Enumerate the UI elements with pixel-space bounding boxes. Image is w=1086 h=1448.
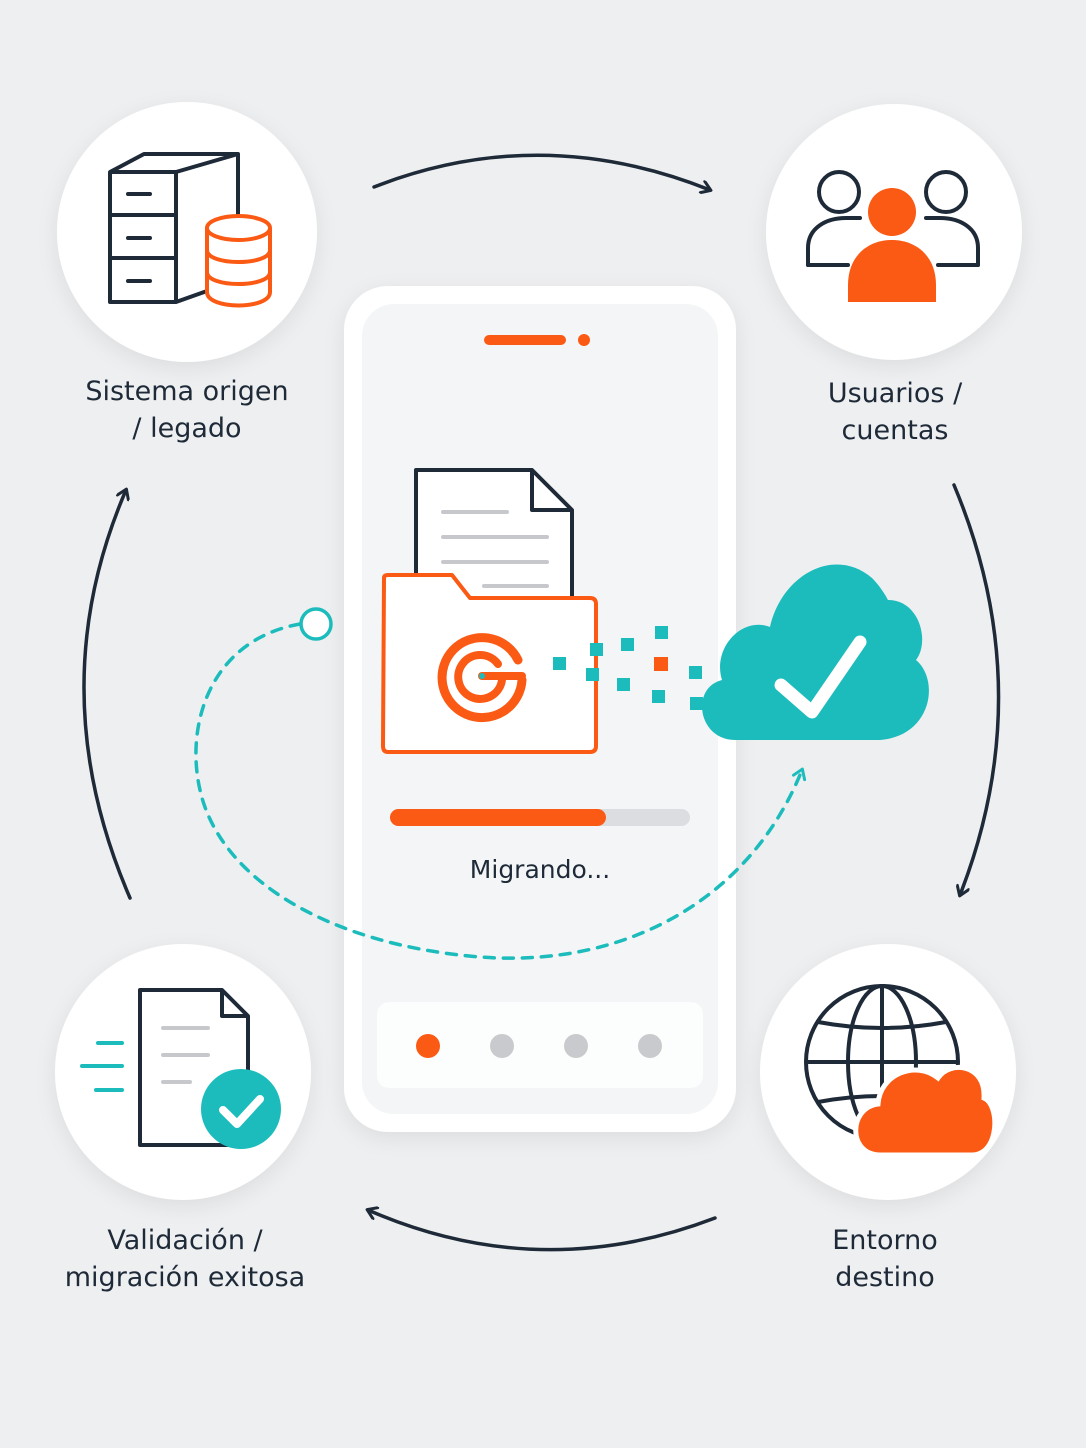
node-target-label: Entorno destino (832, 1225, 938, 1293)
phone-camera (578, 334, 590, 346)
cloud-check-icon (702, 564, 929, 740)
migration-status-text: Migrando... (469, 855, 611, 884)
database-cylinder (205, 214, 272, 308)
cycle-arrows (82, 153, 1001, 1252)
progress-fill (390, 809, 606, 826)
pager-dots (416, 1034, 662, 1058)
folder-icon (381, 573, 598, 754)
dashed-loop (194, 622, 807, 960)
globe-cloud-icon (804, 984, 998, 1158)
node-source-label: Sistema origen / legado (85, 376, 289, 444)
arrow-source-to-users (372, 153, 710, 190)
phone-speaker (484, 335, 566, 345)
node-target-circle (760, 944, 1016, 1200)
pager-dot[interactable] (416, 1034, 440, 1058)
loop-start-node (299, 607, 333, 641)
pager-dot[interactable] (638, 1034, 662, 1058)
pager-dot[interactable] (564, 1034, 588, 1058)
document-check-icon (80, 988, 281, 1149)
node-validation-label: Validación / migración exitosa (64, 1225, 306, 1293)
node-users-label: Usuarios / cuentas (827, 378, 963, 446)
arrow-users-to-target (952, 483, 1001, 895)
logo-g-icon (437, 633, 527, 723)
phone-mockup (344, 286, 736, 1132)
users-group-icon (806, 170, 980, 302)
pager-panel (377, 1002, 703, 1088)
data-particles (553, 626, 703, 710)
arrow-validation-to-source (82, 490, 132, 900)
arrow-target-to-validation (368, 1210, 717, 1252)
pager-dot[interactable] (490, 1034, 514, 1058)
node-source-circle (57, 102, 317, 362)
